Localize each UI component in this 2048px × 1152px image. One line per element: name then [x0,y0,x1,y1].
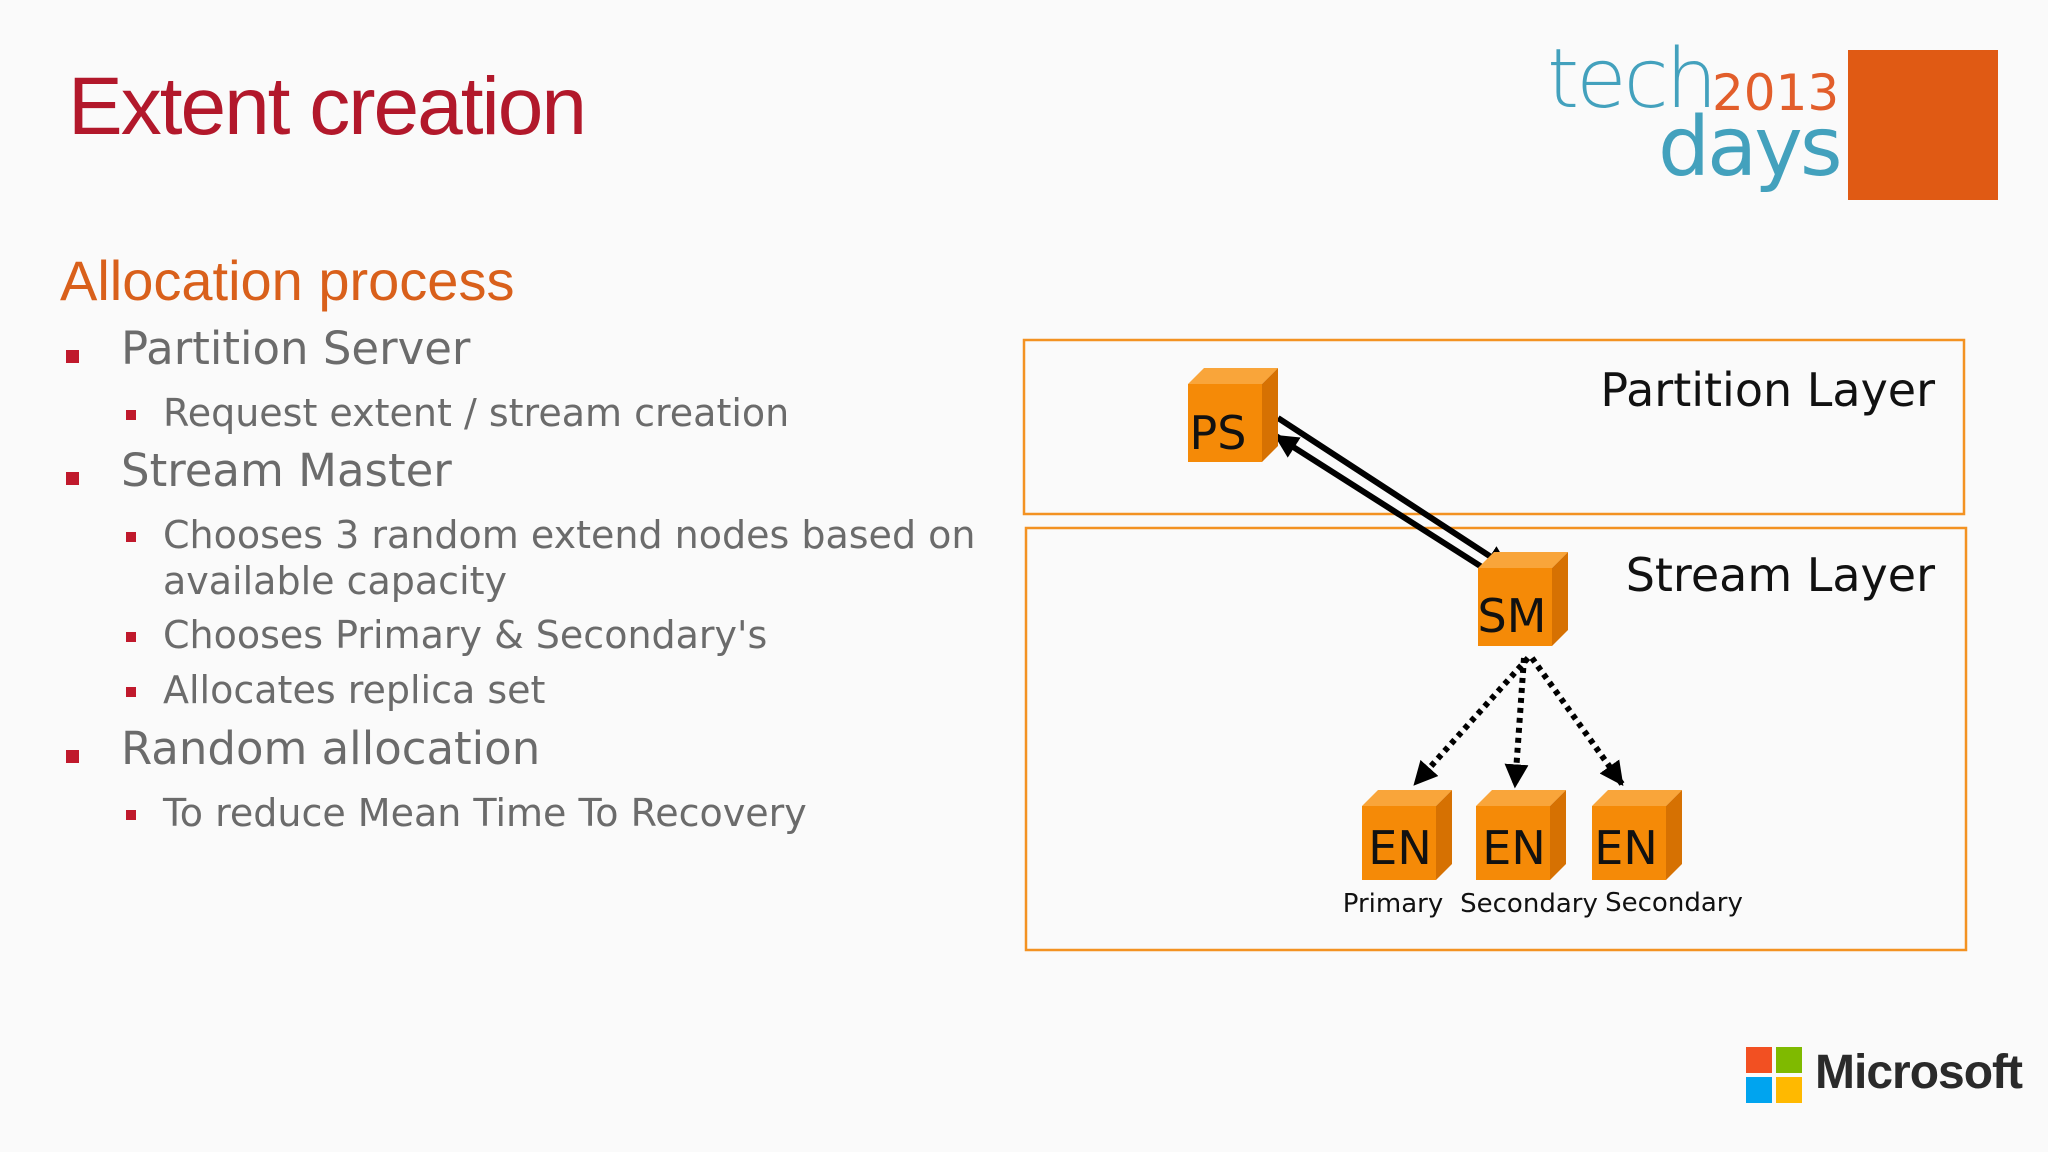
microsoft-logo-icon [1746,1047,1802,1103]
bullet-level2: Request extent / stream creation [163,391,790,435]
en-label: EN [1368,821,1431,875]
bullet-level2: To reduce Mean Time To Recovery [163,791,807,835]
ps-label: PS [1190,406,1247,460]
microsoft-wordmark: Microsoft [1815,1046,2023,1099]
partition-layer-box [1022,338,1966,516]
techdays-logo-tech: tech [1547,32,1718,127]
ps-to-sm-arrow [1276,415,1511,571]
en-label: EN [1594,821,1657,875]
sm-to-ps-arrow [1273,433,1498,579]
sm-to-en1-arrow [1412,655,1531,787]
ps-node-cube: PS [1188,368,1278,462]
sm-to-en2-arrow [1504,657,1529,789]
storage-architecture-diagram: Partition Layer Stream Layer PS SM [1022,338,1968,952]
en-role-label: Primary [1343,889,1443,919]
partition-layer-label: Partition Layer [1600,363,1935,417]
section-heading: Allocation process [60,249,515,312]
bullet-marker [126,687,136,697]
en-label: EN [1482,821,1545,875]
bullet-level2: Allocates replica set [163,668,546,712]
bullet-marker [66,472,79,485]
bullet-marker [126,532,136,542]
bullet-marker [66,350,79,363]
en-node-cube-primary: EN [1362,790,1452,880]
stream-layer-box [1024,526,1968,952]
stream-layer-label: Stream Layer [1626,548,1935,602]
bullet-marker [126,410,136,420]
en-role-label: Secondary [1605,888,1743,918]
sm-label: SM [1478,589,1547,643]
slide-title: Extent creation [68,61,587,152]
bullet-marker [126,810,136,820]
bullet-level2: Chooses 3 random extend nodes based on a… [163,513,976,603]
bullet-marker [66,750,79,763]
sm-node-cube: SM [1478,552,1568,646]
bullet-level2: Chooses Primary & Secondary's [163,613,768,657]
techdays-logo-year: 2013 [1712,64,1840,122]
bullet-marker [126,632,136,642]
en-node-cube-secondary-1: EN [1476,790,1566,880]
en-role-label: Secondary [1460,889,1598,919]
techdays-logo-square [1848,50,1998,200]
techdays-logo-days: days [1658,100,1843,195]
en-node-cube-secondary-2: EN [1592,790,1682,880]
sm-to-en3-arrow [1529,656,1625,786]
